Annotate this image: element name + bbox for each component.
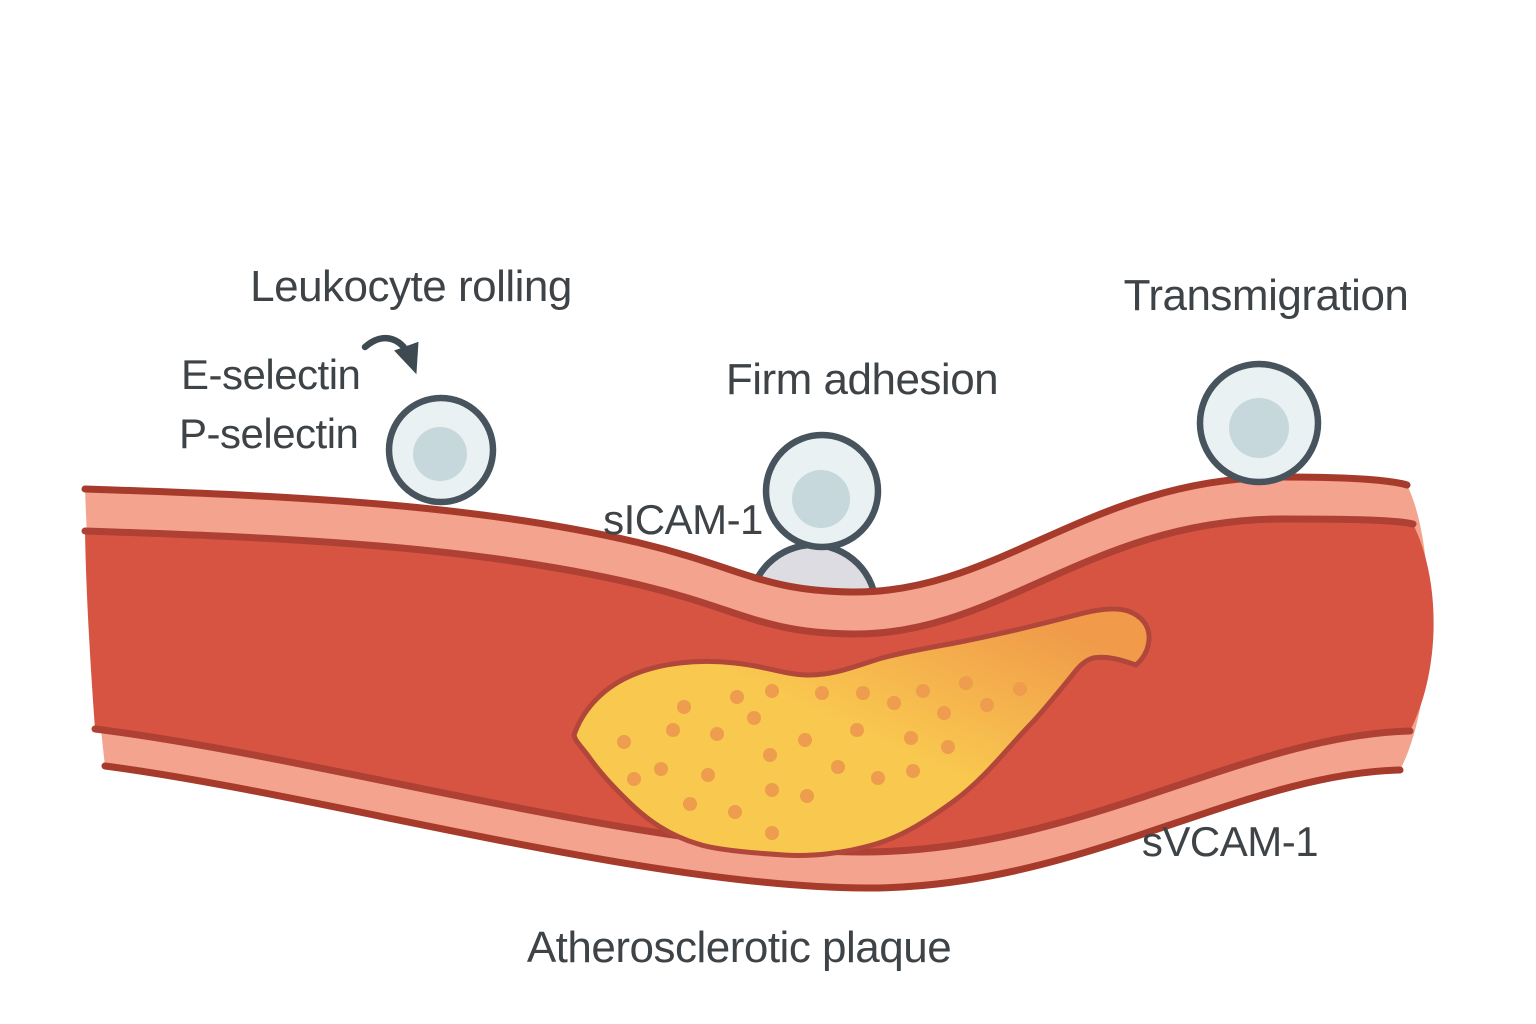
p-selectin-label: P-selectin	[179, 409, 359, 457]
plaque-dot	[871, 771, 885, 785]
transmigration-label: Transmigration	[1123, 270, 1409, 320]
plaque-dot	[887, 696, 901, 710]
plaque-dot	[617, 735, 631, 749]
leukocyte-rolling-label: Leukocyte rolling	[250, 261, 572, 311]
plaque-dot	[800, 789, 814, 803]
plaque-dot	[763, 748, 777, 762]
plaque-dot	[666, 723, 680, 737]
plaque-dot	[747, 711, 761, 725]
plaque-dot	[850, 723, 864, 737]
plaque-dot	[798, 733, 812, 747]
vessel-inner-top-line	[81, 515, 1417, 638]
transmigration-cell	[1196, 360, 1322, 486]
plaque-dot	[856, 686, 870, 700]
plaque-dot	[765, 826, 779, 840]
sicam1-label: sICAM-1	[603, 495, 763, 543]
leukocyte-rolling-cell	[385, 394, 497, 506]
plaque-dot	[730, 690, 744, 704]
plaque-dot	[959, 676, 973, 690]
plaque-dot	[980, 698, 994, 712]
svcam1-label: sVCAM-1	[1141, 817, 1319, 865]
plaque-dot	[728, 805, 742, 819]
plaque-dot	[937, 706, 951, 720]
plaque-dot	[701, 768, 715, 782]
rolling-arrow-icon	[361, 334, 419, 375]
plaque-dot	[627, 772, 641, 786]
firm-adhesion-label: Firm adhesion	[725, 354, 999, 404]
plaque-dot	[916, 684, 930, 698]
cell-nucleus	[413, 427, 467, 481]
plaque-dot	[831, 760, 845, 774]
e-selectin-label: E-selectin	[181, 350, 361, 398]
plaque-dot	[815, 686, 829, 700]
cell-nucleus	[792, 470, 850, 528]
plaque-dot	[904, 731, 918, 745]
plaque-dot	[677, 700, 691, 714]
plaque-dot	[906, 764, 920, 778]
plaque-dot	[683, 797, 697, 811]
vessel-outer-bottom-line	[101, 762, 1404, 892]
atherosclerotic-plaque-label: Atherosclerotic plaque	[526, 922, 952, 972]
plaque-dot	[765, 684, 779, 698]
plaque-dot	[941, 740, 955, 754]
plaque-dot	[654, 762, 668, 776]
plaque-dot	[765, 783, 779, 797]
cell-nucleus	[1229, 398, 1289, 458]
plaque-dots	[617, 676, 1027, 840]
plaque-dot	[710, 727, 724, 741]
plaque-dot	[1013, 682, 1027, 696]
firm-adhesion-cell	[762, 431, 882, 551]
